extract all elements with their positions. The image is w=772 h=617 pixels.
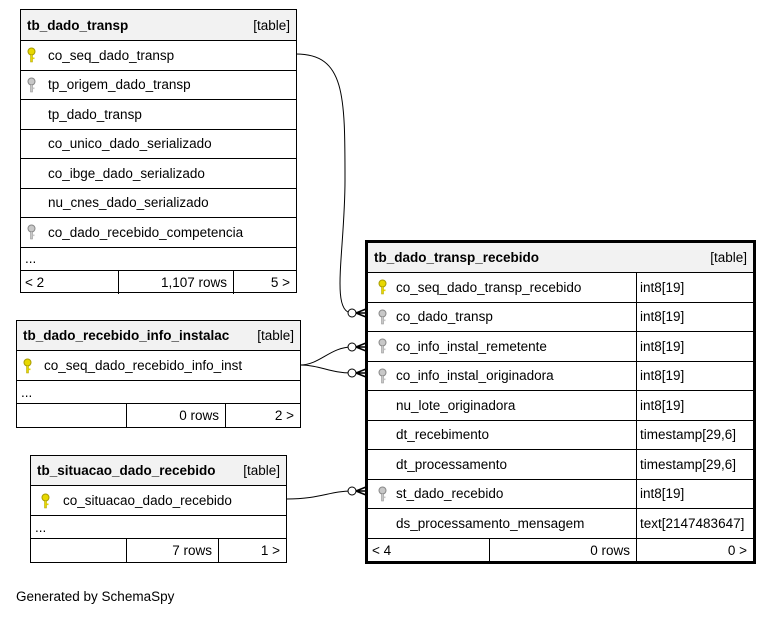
relationship-info-inst-originadora bbox=[299, 364, 353, 374]
table-footer: < 4 0 rows 0 > bbox=[368, 538, 753, 562]
parents-count[interactable]: < 4 bbox=[372, 542, 392, 558]
children-count[interactable]: 0 > bbox=[636, 538, 753, 562]
foreign-key-icon bbox=[378, 368, 387, 383]
primary-key-icon bbox=[378, 279, 387, 295]
column-row[interactable]: co_dado_recebido_competencia bbox=[21, 218, 296, 248]
column-type: int8[19] bbox=[636, 391, 753, 420]
column-name: co_seq_dado_recebido_info_inst bbox=[44, 358, 243, 373]
parents-count[interactable] bbox=[31, 539, 126, 562]
column-row[interactable]: dt_processamento timestamp[29,6] bbox=[368, 450, 753, 480]
column-row[interactable]: co_seq_dado_recebido_info_inst bbox=[17, 351, 300, 381]
column-row[interactable]: dt_recebimento timestamp[29,6] bbox=[368, 420, 753, 450]
column-type: int8[19] bbox=[636, 273, 753, 302]
column-row[interactable]: co_info_instal_remetente int8[19] bbox=[368, 332, 753, 362]
row-count: 1,107 rows bbox=[118, 270, 233, 294]
foreign-key-icon bbox=[378, 309, 387, 324]
column-row[interactable]: co_dado_transp int8[19] bbox=[368, 302, 753, 332]
column-row[interactable]: co_info_instal_originadora int8[19] bbox=[368, 361, 753, 391]
table-tb-dado-recebido-info-instalac[interactable]: tb_dado_recebido_info_instalac [table] c… bbox=[16, 320, 301, 428]
table-header: tb_dado_transp [table] bbox=[21, 10, 296, 41]
generated-by-note: Generated by SchemaSpy bbox=[16, 589, 175, 604]
column-row[interactable]: tp_origem_dado_transp bbox=[21, 71, 296, 100]
column-name: tp_origem_dado_transp bbox=[48, 77, 191, 93]
column-type: int8[19] bbox=[636, 479, 753, 508]
column-type: int8[19] bbox=[636, 332, 753, 361]
column-row[interactable]: st_dado_recebido int8[19] bbox=[368, 479, 753, 509]
table-tb-situacao-dado-recebido[interactable]: tb_situacao_dado_recebido [table] co_sit… bbox=[30, 455, 287, 563]
relationship-endpoints bbox=[347, 308, 357, 496]
column-row[interactable]: ds_processamento_mensagem text[214748364… bbox=[368, 509, 753, 539]
table-header: tb_dado_recebido_info_instalac [table] bbox=[17, 321, 300, 351]
table-kind: [table] bbox=[257, 328, 294, 343]
column-name: co_seq_dado_transp bbox=[48, 47, 175, 63]
column-type: int8[19] bbox=[636, 361, 753, 390]
table-name: tb_situacao_dado_recebido bbox=[37, 463, 216, 478]
column-name: co_unico_dado_serializado bbox=[48, 136, 212, 152]
foreign-key-icon bbox=[378, 486, 387, 501]
table-footer: 0 rows 2 > bbox=[17, 404, 300, 427]
table-kind: [table] bbox=[710, 250, 747, 265]
column-type: int8[19] bbox=[636, 302, 753, 331]
column-name: co_situacao_dado_recebido bbox=[63, 493, 232, 508]
table-name: tb_dado_recebido_info_instalac bbox=[23, 328, 230, 343]
children-count[interactable]: 1 > bbox=[218, 539, 286, 562]
column-row[interactable]: co_seq_dado_transp bbox=[21, 41, 296, 71]
table-kind: [table] bbox=[253, 17, 290, 33]
column-name: nu_lote_originadora bbox=[396, 397, 516, 413]
relationship-situacao bbox=[286, 490, 353, 500]
column-row[interactable]: tp_dado_transp bbox=[21, 100, 296, 130]
column-name: dt_recebimento bbox=[396, 427, 490, 443]
column-name: co_info_instal_originadora bbox=[396, 368, 554, 384]
table-header: tb_situacao_dado_recebido [table] bbox=[31, 456, 286, 486]
column-name: tp_dado_transp bbox=[48, 106, 142, 122]
column-name: co_dado_transp bbox=[396, 309, 493, 325]
more-columns: ... bbox=[31, 516, 286, 539]
column-row[interactable]: co_seq_dado_transp_recebido int8[19] bbox=[368, 273, 753, 303]
table-kind: [table] bbox=[243, 463, 280, 478]
foreign-key-icon bbox=[378, 338, 387, 354]
children-count[interactable]: 5 > bbox=[233, 270, 296, 294]
column-row[interactable]: co_ibge_dado_serializado bbox=[21, 159, 296, 189]
primary-key-icon bbox=[27, 47, 36, 63]
column-type: text[2147483647] bbox=[636, 509, 753, 538]
children-count[interactable]: 2 > bbox=[225, 404, 300, 427]
more-columns: ... bbox=[17, 381, 300, 404]
column-name: st_dado_recebido bbox=[396, 486, 504, 502]
column-name: co_ibge_dado_serializado bbox=[48, 165, 205, 181]
parents-count[interactable]: < 2 bbox=[25, 274, 45, 290]
table-name: tb_dado_transp_recebido bbox=[374, 250, 540, 265]
column-name: nu_cnes_dado_serializado bbox=[48, 195, 209, 211]
parents-count[interactable] bbox=[17, 404, 126, 427]
column-row[interactable]: nu_cnes_dado_serializado bbox=[21, 189, 296, 218]
table-footer: 7 rows 1 > bbox=[31, 539, 286, 562]
row-count: 0 rows bbox=[126, 404, 225, 427]
column-row[interactable]: co_situacao_dado_recebido bbox=[31, 486, 286, 516]
column-type: timestamp[29,6] bbox=[636, 450, 753, 479]
table-name: tb_dado_transp bbox=[27, 17, 129, 33]
row-count: 0 rows bbox=[489, 538, 636, 562]
table-footer: < 2 1,107 rows 5 > bbox=[21, 270, 296, 294]
foreign-key-icon bbox=[27, 77, 36, 92]
column-name: co_info_instal_remetente bbox=[396, 338, 547, 354]
column-name: co_seq_dado_transp_recebido bbox=[396, 279, 582, 295]
table-header: tb_dado_transp_recebido [table] bbox=[368, 243, 753, 273]
relationship-dado-transp bbox=[295, 53, 353, 314]
foreign-key-icon bbox=[27, 224, 36, 240]
column-type: timestamp[29,6] bbox=[636, 420, 753, 449]
table-tb-dado-transp-recebido[interactable]: tb_dado_transp_recebido [table] co_seq_d… bbox=[365, 240, 756, 564]
table-tb-dado-transp[interactable]: tb_dado_transp [table] co_seq_dado_trans… bbox=[20, 9, 297, 294]
primary-key-icon bbox=[23, 358, 32, 373]
column-row[interactable]: nu_lote_originadora int8[19] bbox=[368, 391, 753, 421]
column-name: ds_processamento_mensagem bbox=[396, 515, 585, 531]
primary-key-icon bbox=[41, 493, 50, 508]
column-name: co_dado_recebido_competencia bbox=[48, 224, 244, 240]
row-count: 7 rows bbox=[126, 539, 218, 562]
more-columns: ... bbox=[21, 248, 296, 271]
column-row[interactable]: co_unico_dado_serializado bbox=[21, 130, 296, 159]
column-name: dt_processamento bbox=[396, 456, 508, 472]
relationship-info-inst-remetente bbox=[299, 346, 353, 366]
